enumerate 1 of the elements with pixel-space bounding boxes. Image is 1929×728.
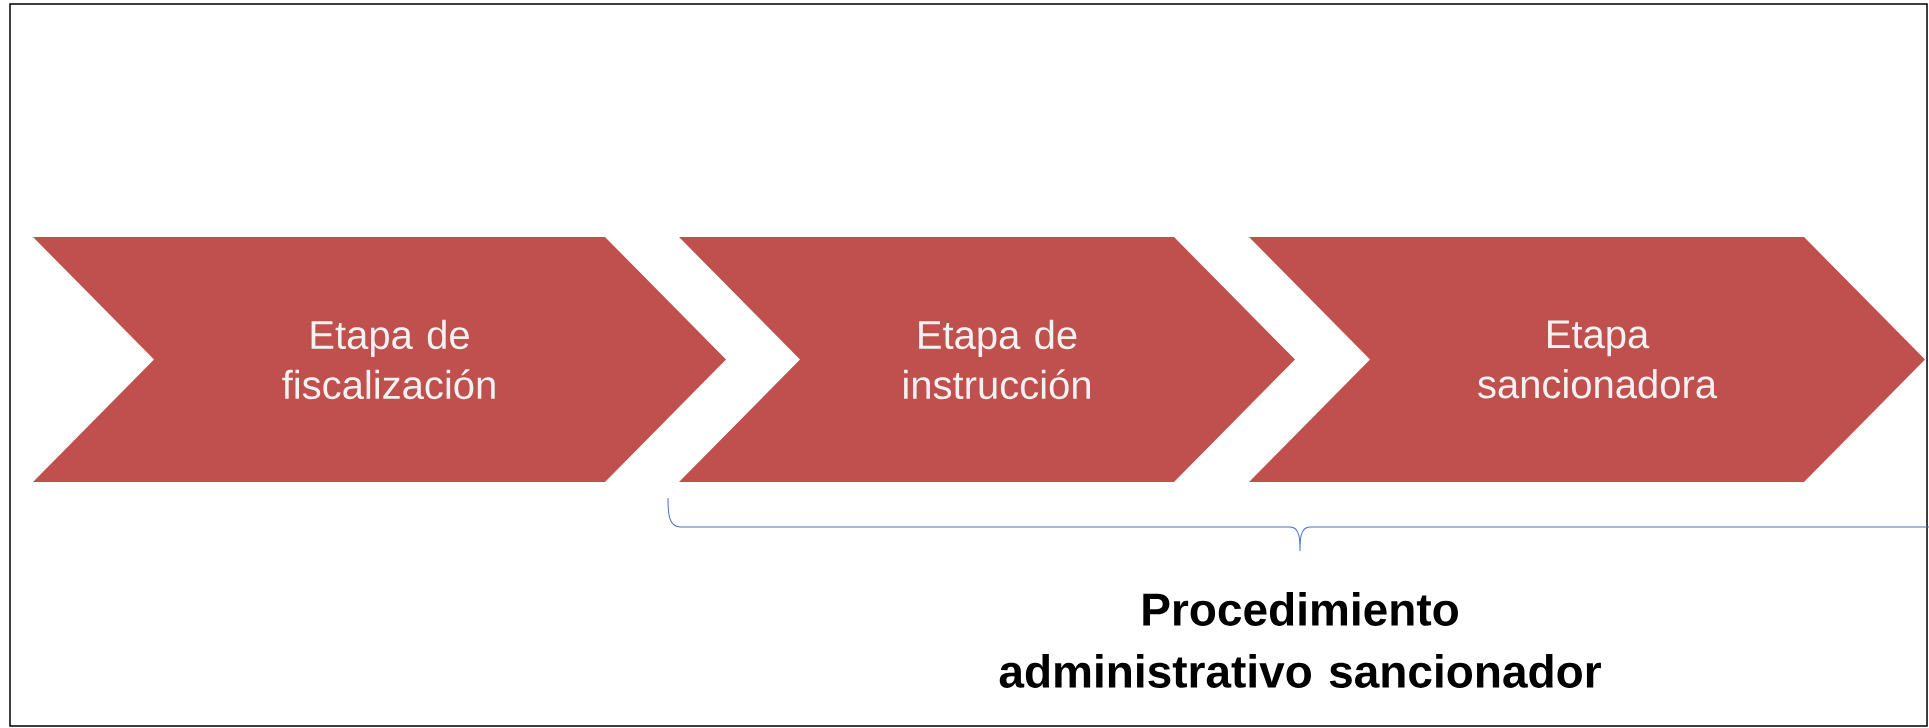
caption-text: Procedimiento administrativo sancionador <box>999 592 1601 688</box>
